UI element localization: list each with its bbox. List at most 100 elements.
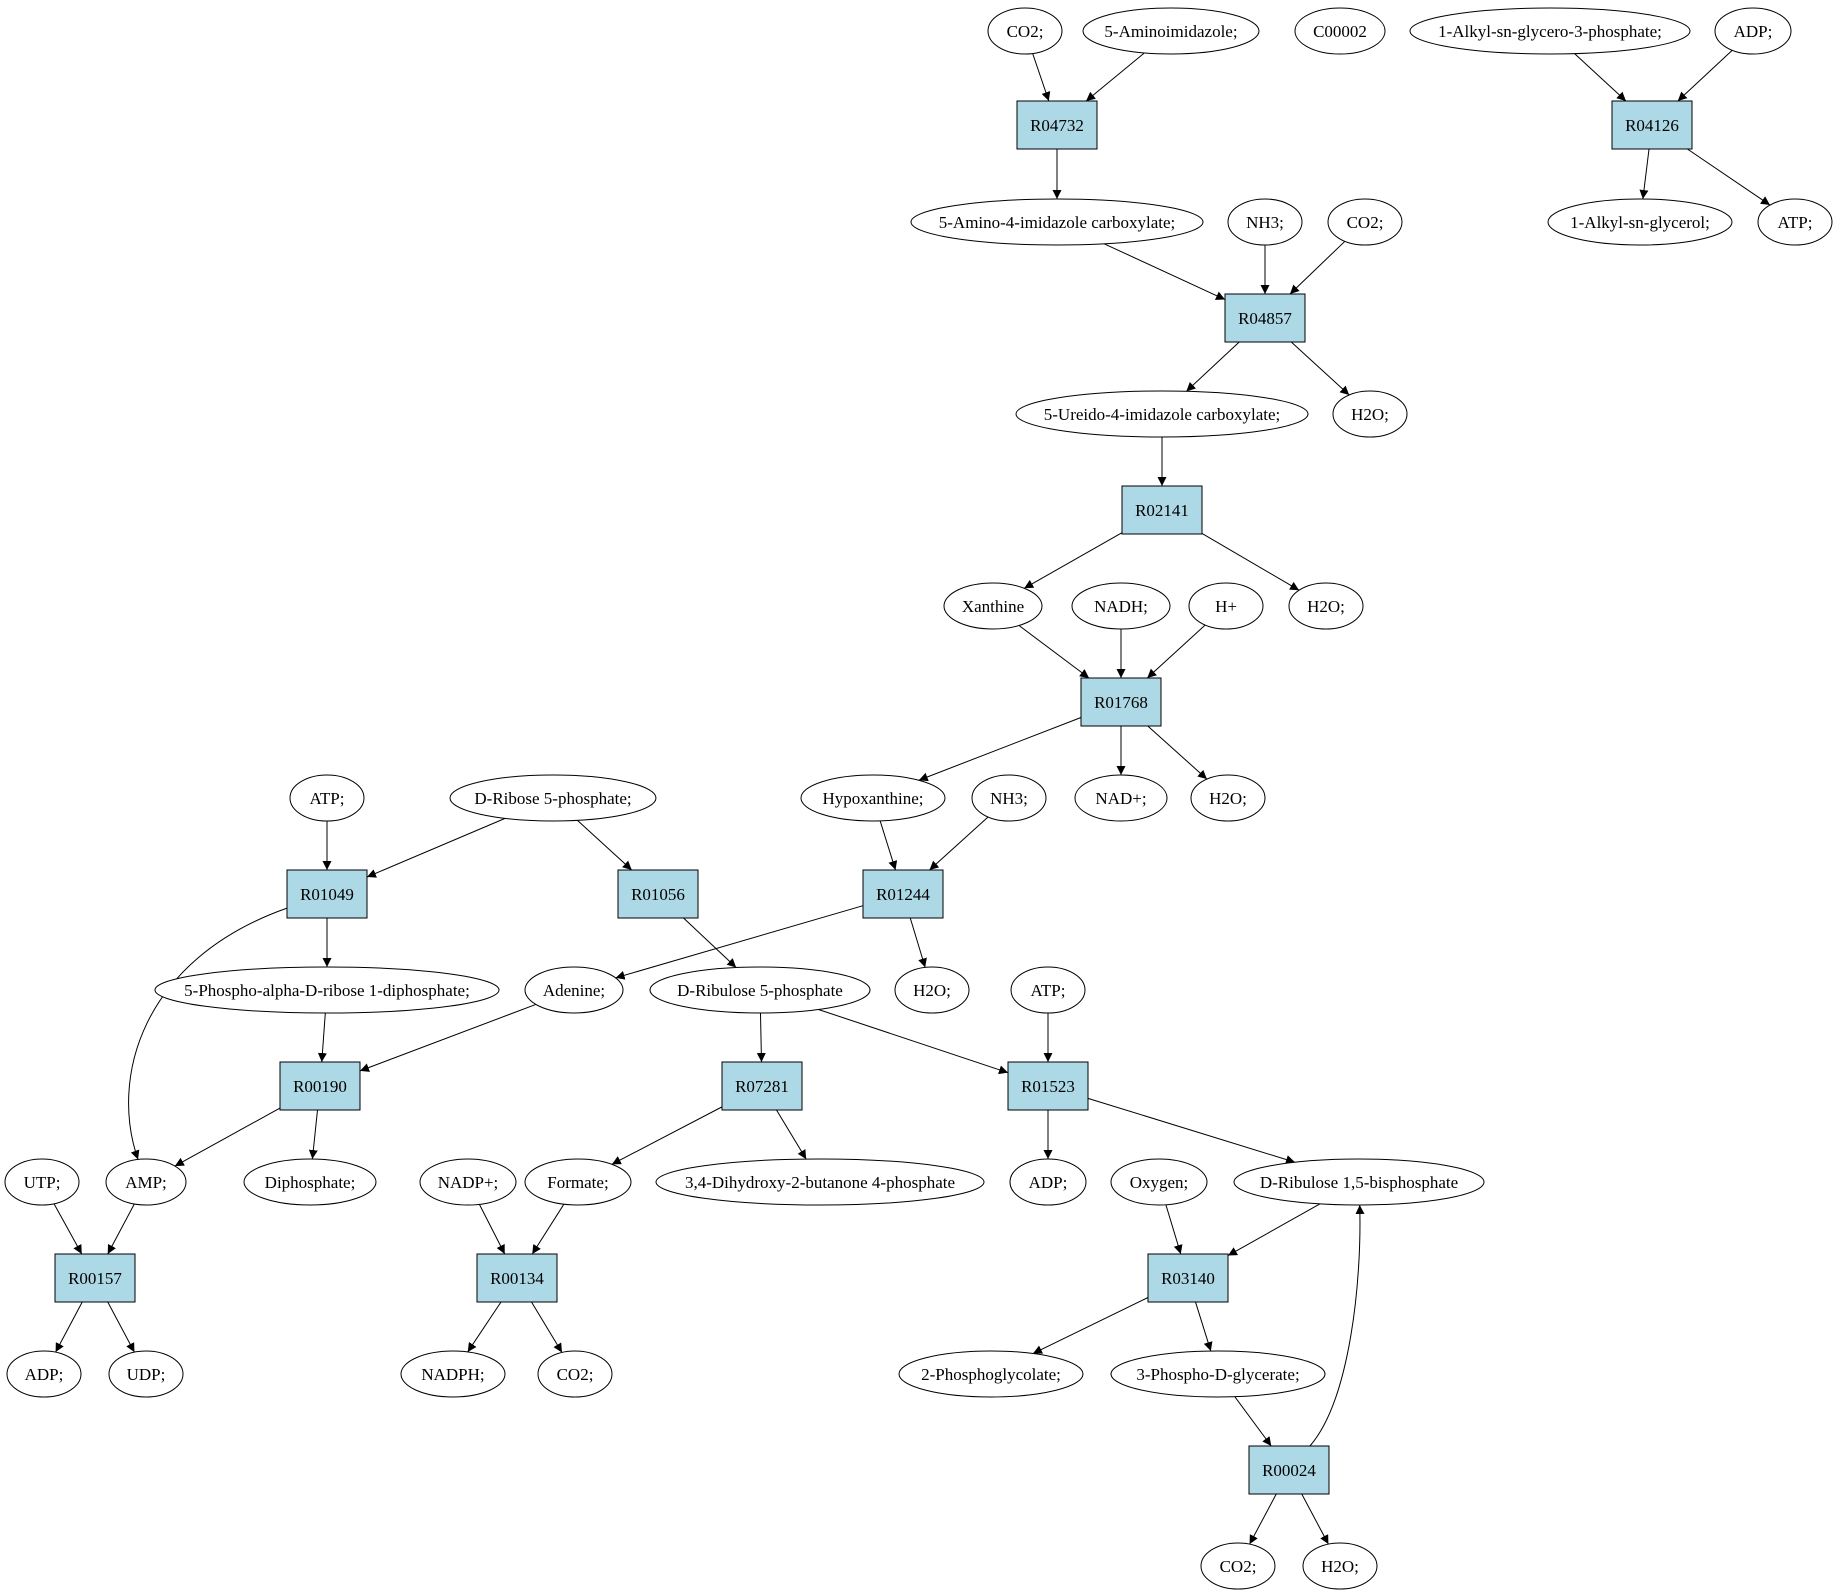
compound-node-c_aminoimidazolecarb[interactable]: 5-Amino-4-imidazole carboxylate; [910, 198, 1204, 246]
compound-node-c_atp_top[interactable]: ATP; [1757, 198, 1833, 246]
compound-node-c_atp_1[interactable]: ATP; [289, 774, 365, 822]
reaction-box [54, 1253, 136, 1303]
compound-node-c_nadh[interactable]: NADH; [1071, 582, 1171, 630]
reaction-box [1147, 1253, 1229, 1303]
reaction-box [1611, 100, 1693, 150]
edge-c_prpp-to-r_R00190 [317, 1012, 327, 1063]
node-label: R03140 [1161, 1269, 1215, 1288]
node-label: 5-Aminoimidazole; [1104, 22, 1237, 41]
node-label: Diphosphate; [265, 1173, 356, 1192]
compound-node-c_alkylglycero3p[interactable]: 1-Alkyl-sn-glycero-3-phosphate; [1409, 7, 1691, 55]
compound-node-c_udp[interactable]: UDP; [108, 1350, 184, 1398]
compound-ellipse [4, 1158, 80, 1206]
compound-node-c_C00002[interactable]: C00002 [1294, 7, 1386, 55]
reaction-node-r_R00190[interactable]: R00190 [279, 1061, 361, 1111]
compound-node-c_aminoimidazole[interactable]: 5-Aminoimidazole; [1082, 7, 1260, 55]
compound-node-c_adenine[interactable]: Adenine; [524, 966, 624, 1014]
compound-node-c_nh3_1[interactable]: NH3; [1227, 198, 1303, 246]
reaction-node-r_R00157[interactable]: R00157 [54, 1253, 136, 1303]
edge-c_alkylglycero3p-to-r_R04126 [1574, 53, 1627, 102]
compound-node-c_co2_2[interactable]: CO2; [1327, 198, 1403, 246]
compound-ellipse [1188, 582, 1264, 630]
compound-node-c_oxygen[interactable]: Oxygen; [1110, 1158, 1208, 1206]
compound-node-c_nadpplus[interactable]: NADP+; [419, 1158, 517, 1206]
node-label: R01768 [1094, 693, 1148, 712]
compound-node-c_hypoxanthine[interactable]: Hypoxanthine; [800, 774, 946, 822]
compound-node-c_co2_1[interactable]: CO2; [987, 7, 1063, 55]
edge-c_hplus-to-r_R01768 [1146, 624, 1206, 679]
node-label: R01056 [631, 885, 685, 904]
compound-node-c_h2o_1[interactable]: H2O; [1332, 390, 1408, 438]
compound-node-c_ureido[interactable]: 5-Ureido-4-imidazole carboxylate; [1015, 390, 1309, 438]
compound-ellipse [243, 1158, 377, 1206]
reaction-node-r_R00134[interactable]: R00134 [476, 1253, 558, 1303]
reaction-node-r_R04857[interactable]: R04857 [1224, 293, 1306, 343]
compound-ellipse [289, 774, 365, 822]
compound-node-c_3pg[interactable]: 3-Phospho-D-glycerate; [1110, 1350, 1326, 1398]
node-label: ATP; [1778, 213, 1813, 232]
reaction-node-r_R02141[interactable]: R02141 [1121, 485, 1203, 535]
compound-ellipse [419, 1158, 517, 1206]
compound-ellipse [1227, 198, 1303, 246]
compound-node-c_prpp[interactable]: 5-Phospho-alpha-D-ribose 1-diphosphate; [154, 966, 500, 1014]
node-label: NH3; [1246, 213, 1284, 232]
edge-c_formate-to-r_R00134 [531, 1203, 565, 1255]
reaction-node-r_R03140[interactable]: R03140 [1147, 1253, 1229, 1303]
compound-node-c_dhbp[interactable]: 3,4-Dihydroxy-2-butanone 4-phosphate [655, 1158, 985, 1206]
compound-ellipse [1071, 582, 1171, 630]
node-label: CO2; [1347, 213, 1384, 232]
node-label: Xanthine [962, 597, 1024, 616]
reaction-node-r_R01523[interactable]: R01523 [1007, 1061, 1089, 1111]
reaction-node-r_R01768[interactable]: R01768 [1080, 677, 1162, 727]
compound-node-c_ribulose5p[interactable]: D-Ribulose 5-phosphate [649, 966, 871, 1014]
compound-node-c_alkylglycerol[interactable]: 1-Alkyl-sn-glycerol; [1547, 198, 1733, 246]
edge-c_ribose5p-to-r_R01049 [366, 817, 506, 878]
compound-node-c_phosphoglycolate[interactable]: 2-Phosphoglycolate; [898, 1350, 1084, 1398]
compound-node-c_utp[interactable]: UTP; [4, 1158, 80, 1206]
reaction-box [1121, 485, 1203, 535]
node-label: CO2; [1220, 1557, 1257, 1576]
compound-node-c_h2o_3[interactable]: H2O; [1190, 774, 1266, 822]
compound-node-c_nadph[interactable]: NADPH; [400, 1350, 506, 1398]
reaction-node-r_R04732[interactable]: R04732 [1016, 100, 1098, 150]
compound-node-c_xanthine[interactable]: Xanthine [943, 582, 1043, 630]
node-label: NAD+; [1095, 789, 1146, 808]
compound-node-c_rubp[interactable]: D-Ribulose 1,5-bisphosphate [1233, 1158, 1485, 1206]
reaction-node-r_R00024[interactable]: R00024 [1248, 1445, 1330, 1495]
compound-node-c_adp_1[interactable]: ADP; [1009, 1158, 1087, 1206]
node-label: ADP; [1734, 22, 1773, 41]
reaction-box [279, 1061, 361, 1111]
node-label: H+ [1215, 597, 1237, 616]
reaction-node-r_R07281[interactable]: R07281 [721, 1061, 803, 1111]
reaction-node-r_R01049[interactable]: R01049 [286, 869, 368, 919]
edge-r_R04126-to-c_atp_top [1687, 148, 1771, 206]
edge-r_R04126-to-c_alkylglycerol [1639, 148, 1650, 200]
compound-node-c_nh3_2[interactable]: NH3; [971, 774, 1047, 822]
compound-node-c_co2_4[interactable]: CO2; [1200, 1542, 1276, 1590]
compound-node-c_adp_2[interactable]: ADP; [6, 1350, 82, 1398]
compound-ellipse [6, 1350, 82, 1398]
compound-node-c_ribose5p[interactable]: D-Ribose 5-phosphate; [449, 774, 657, 822]
compound-node-c_hplus[interactable]: H+ [1188, 582, 1264, 630]
compound-node-c_nadplus[interactable]: NAD+; [1074, 774, 1168, 822]
reaction-node-r_R01244[interactable]: R01244 [862, 869, 944, 919]
compound-ellipse [449, 774, 657, 822]
node-label: D-Ribulose 1,5-bisphosphate [1260, 1173, 1458, 1192]
compound-node-c_adp_top[interactable]: ADP; [1714, 7, 1792, 55]
edge-c_hypoxanthine-to-r_R01244 [879, 820, 898, 871]
compound-node-c_diphosphate[interactable]: Diphosphate; [243, 1158, 377, 1206]
compound-node-c_h2o_2[interactable]: H2O; [1288, 582, 1364, 630]
compound-node-c_formate[interactable]: Formate; [524, 1158, 632, 1206]
node-label: R04126 [1625, 116, 1679, 135]
reaction-node-r_R01056[interactable]: R01056 [617, 869, 699, 919]
node-label: Formate; [547, 1173, 608, 1192]
compound-node-c_h2o_4[interactable]: H2O; [894, 966, 970, 1014]
compound-node-c_co2_3[interactable]: CO2; [537, 1350, 613, 1398]
edge-r_R01056-to-c_ribulose5p [683, 917, 737, 968]
compound-node-c_amp[interactable]: AMP; [105, 1158, 187, 1206]
compound-node-c_h2o_5[interactable]: H2O; [1302, 1542, 1378, 1590]
node-label: D-Ribulose 5-phosphate [677, 981, 843, 1000]
compound-node-c_atp_2[interactable]: ATP; [1010, 966, 1086, 1014]
reaction-node-r_R04126[interactable]: R04126 [1611, 100, 1693, 150]
edge-c_co2_2-to-r_R04857 [1289, 240, 1346, 295]
